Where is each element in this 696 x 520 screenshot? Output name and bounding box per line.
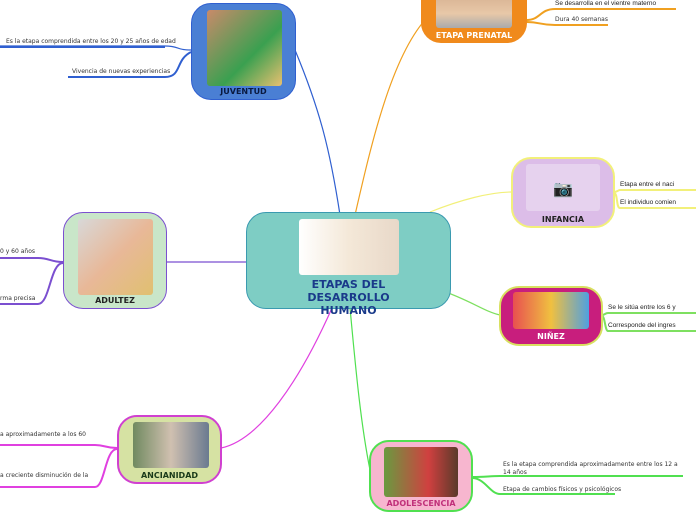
leaf-text[interactable]: Etapa de cambios físicos y psicológicos: [503, 486, 622, 493]
node-ninez[interactable]: NIÑEZ: [499, 286, 603, 346]
leaf-text[interactable]: Se desarrolla en el vientre materno: [555, 0, 657, 7]
leaf-text[interactable]: a creciente disminución de la: [0, 472, 89, 479]
node-label: ETAPA PRENATAL: [435, 31, 513, 40]
node-prenatal[interactable]: ETAPA PRENATAL: [421, 0, 527, 43]
node-adolescencia[interactable]: ADOLESCENCIA: [369, 440, 473, 512]
adults-image: [78, 219, 153, 295]
leaf-text[interactable]: a aproximadamente a los 60: [0, 431, 86, 438]
elderly-image: [133, 422, 209, 468]
leaf-text[interactable]: Es la etapa comprendida aproximadamente …: [503, 461, 678, 476]
image-placeholder: [526, 164, 600, 211]
children-image: [513, 292, 589, 329]
leaf-text[interactable]: Vivencia de nuevas experiencias: [72, 68, 171, 75]
node-label: ANCIANIDAD: [140, 471, 199, 480]
leaf-text[interactable]: rma precisa: [0, 295, 36, 302]
node-label: ADULTEZ: [95, 296, 135, 305]
leaf-text[interactable]: Etapa entre el naci: [620, 181, 675, 188]
teenagers-image: [384, 447, 458, 497]
leaf-text[interactable]: El individuo comien: [620, 199, 677, 206]
leaf-text[interactable]: Se le sitúa entre los 6 y: [608, 304, 676, 311]
node-infancia[interactable]: 📷 INFANCIA: [511, 157, 615, 228]
human-evolution-image: [299, 219, 399, 275]
node-label: NIÑEZ: [537, 332, 565, 341]
leaf-text[interactable]: Dura 40 semanas: [555, 16, 608, 23]
camera-icon: 📷: [553, 179, 573, 198]
leaf-text[interactable]: 0 y 60 años: [0, 248, 36, 255]
node-label: ADOLESCENCIA: [386, 499, 456, 508]
center-node[interactable]: ETAPAS DEL DESARROLLO HUMANO: [246, 212, 451, 317]
youth-image: [207, 10, 282, 86]
center-title: ETAPAS DEL DESARROLLO HUMANO: [307, 278, 390, 317]
node-juventud[interactable]: JUVENTUD: [191, 3, 296, 100]
node-adultez[interactable]: ADULTEZ: [63, 212, 167, 309]
node-label: JUVENTUD: [220, 87, 267, 96]
node-label: INFANCIA: [541, 215, 585, 224]
leaf-text[interactable]: Es la etapa comprendida entre los 20 y 2…: [6, 38, 176, 45]
pregnancy-image: [436, 0, 512, 28]
node-ancianidad[interactable]: ANCIANIDAD: [117, 415, 222, 484]
leaf-text[interactable]: Corresponde del ingres: [608, 322, 676, 329]
